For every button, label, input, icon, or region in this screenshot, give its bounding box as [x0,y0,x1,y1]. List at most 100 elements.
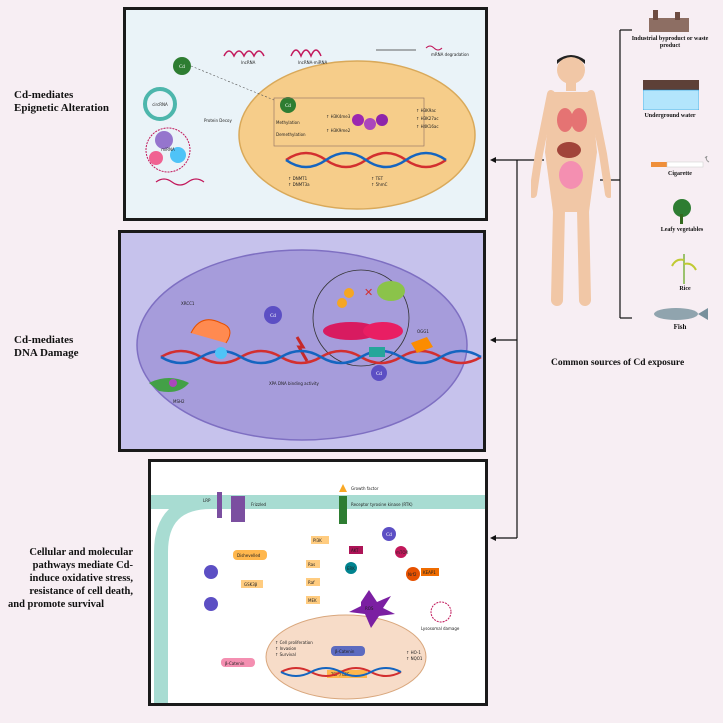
raf-shape [306,578,320,586]
arrowhead-1 [490,157,496,163]
demethylation-label: Demethylation [276,132,306,137]
h3k9-label: ↑ H3K9me2 [326,128,351,133]
cd-ion-nucleus [280,97,296,113]
label-cell-line3: induce oxidative stress, [29,573,133,584]
cd-ion [173,57,191,75]
label-dna-line2: DNA Damage [14,347,79,359]
cd-ion-label: Cd [179,65,185,70]
mtor-shape [395,546,407,558]
zoom-circle [312,269,410,367]
beta-cat-nucleus-label: β-Catenin [335,649,355,654]
mek-shape [306,596,320,604]
arrowhead-3 [490,535,496,541]
protein-decoy-label: Protein Decoy [204,118,232,123]
ras-shape [306,560,320,568]
nrf2-label: Nrf2 [408,572,417,577]
tet-label: ↑ TET [371,176,384,181]
msh-protein [149,378,189,392]
label-epigenetic: Cd-mediates Epignetic Alteration [14,89,124,115]
target-1: ↑ Cell proliferation [275,640,313,645]
cd-ion-p2-b [371,365,387,381]
msh-label: MSH2 [173,399,185,404]
akt-label: AKT [351,548,359,553]
ros-burst [349,590,395,628]
source-fish-label: Fish [673,323,687,331]
cigarette-icon [651,156,710,168]
mod-label-1: ↑ H3K9ac [416,108,436,113]
label-cell-line1: Cellular and molecular [29,547,133,558]
tcf-label: TCF / LEF [330,672,350,677]
frizzled-receptor [231,496,245,522]
cd-p2b-label: Cd [376,372,382,377]
receptor-label: Receptor tyrosine kinase (RTK) [351,502,413,507]
lnc-mirna-shape [290,49,322,58]
gsk-shape [241,580,263,588]
xrcc-protein [190,319,231,344]
pi3k-shape [311,536,329,544]
circrna-ring [143,87,177,121]
target-3: ↑ Survival [275,652,296,657]
panel-dna-damage: ✕ Cd XRCC1 MSH2 Cd OGG1 XPA DNA binding … [118,230,486,452]
growth-factor [339,484,347,492]
beta-cat-cyto-label: β-Catenin [225,661,245,666]
pol-blob [369,347,385,357]
hmc-label: ↑ 5hmC [371,182,388,187]
xrcc-label: XRCC1 [181,301,195,306]
source-industrial-label: Industrial byproduct or waste product [631,36,709,49]
mtor-label: mTOR [396,550,408,555]
factory-icon [649,10,689,32]
antiox-2: ↑ NQO1 [406,656,423,661]
ras-label: Ras [308,562,315,567]
label-dna-damage: Cd-mediates DNA Damage [14,334,124,360]
p3-dna-blue [280,667,402,677]
label-dna-line1: Cd-mediates [14,334,74,346]
nrf2-shape [406,567,420,581]
lncrna-label: lncRNA [241,60,256,65]
cd-ion-p3-b [204,565,218,579]
rice-icon [671,254,697,284]
growth-label: Growth factor [351,486,379,491]
cd-p2-label: Cd [270,314,276,319]
histone-1 [352,114,364,126]
parp-blob [215,347,227,359]
common-sources-title: Common sources of Cd exposure [551,358,685,368]
keap-label: KEAP1 [423,570,436,575]
p2-dna-blue [160,349,482,365]
frizzled-label: Frizzled [251,502,267,507]
dishevelled-shape [233,550,267,560]
mirna-ring [145,127,191,173]
mod-label-2: ↑ H3K27ac [416,116,439,121]
erk-label: ERK [347,566,355,571]
dnmt3a-label: ↑ DNMT3a [288,182,310,187]
arrowhead-2 [490,337,496,343]
mirna-label: miRNA [161,147,175,152]
source-rice-label: Rice [679,286,691,292]
dna-damage-diagram: ✕ Cd XRCC1 MSH2 Cd OGG1 XPA DNA binding … [136,249,482,441]
mek-label: MEK [308,598,317,603]
zn-ion-1 [344,288,354,298]
cd-p3-label: Cd [386,533,392,538]
beta-cat-cytoplasm [221,658,255,667]
mrna-deg-label: mRNA degradation [431,52,469,57]
cd-nucleus-label: Cd [285,104,291,109]
liver [557,142,581,158]
gsk-label: GSK3β [244,582,258,587]
label-cell-line4: resistance of cell death, [29,586,133,597]
source-cigarette-label: Cigarette [668,171,692,177]
lncrna-shape [223,50,265,58]
mrna-fragment [425,45,443,51]
lung-left [557,108,573,132]
label-epigenetic-line2: Epignetic Alteration [14,102,110,114]
target-2: ↑ Invasion [275,646,297,651]
lrp-receptor [217,492,222,518]
antiox-1: ↑ HO-1 [406,650,421,655]
nucleus-inset [273,97,425,147]
epigenetic-diagram: Cd lncRNA lncRNA-miRNA mRNA degradation … [143,45,476,210]
lnc-mirna-label: lncRNA-miRNA [298,60,327,65]
inhibit-cross: ✕ [364,287,373,299]
cell-nucleus [265,614,427,700]
label-cell-line2: pathways mediate Cd- [32,560,133,571]
histone-2 [364,118,376,130]
raf-label: Raf [308,580,315,585]
rtk-receptor [339,496,347,524]
